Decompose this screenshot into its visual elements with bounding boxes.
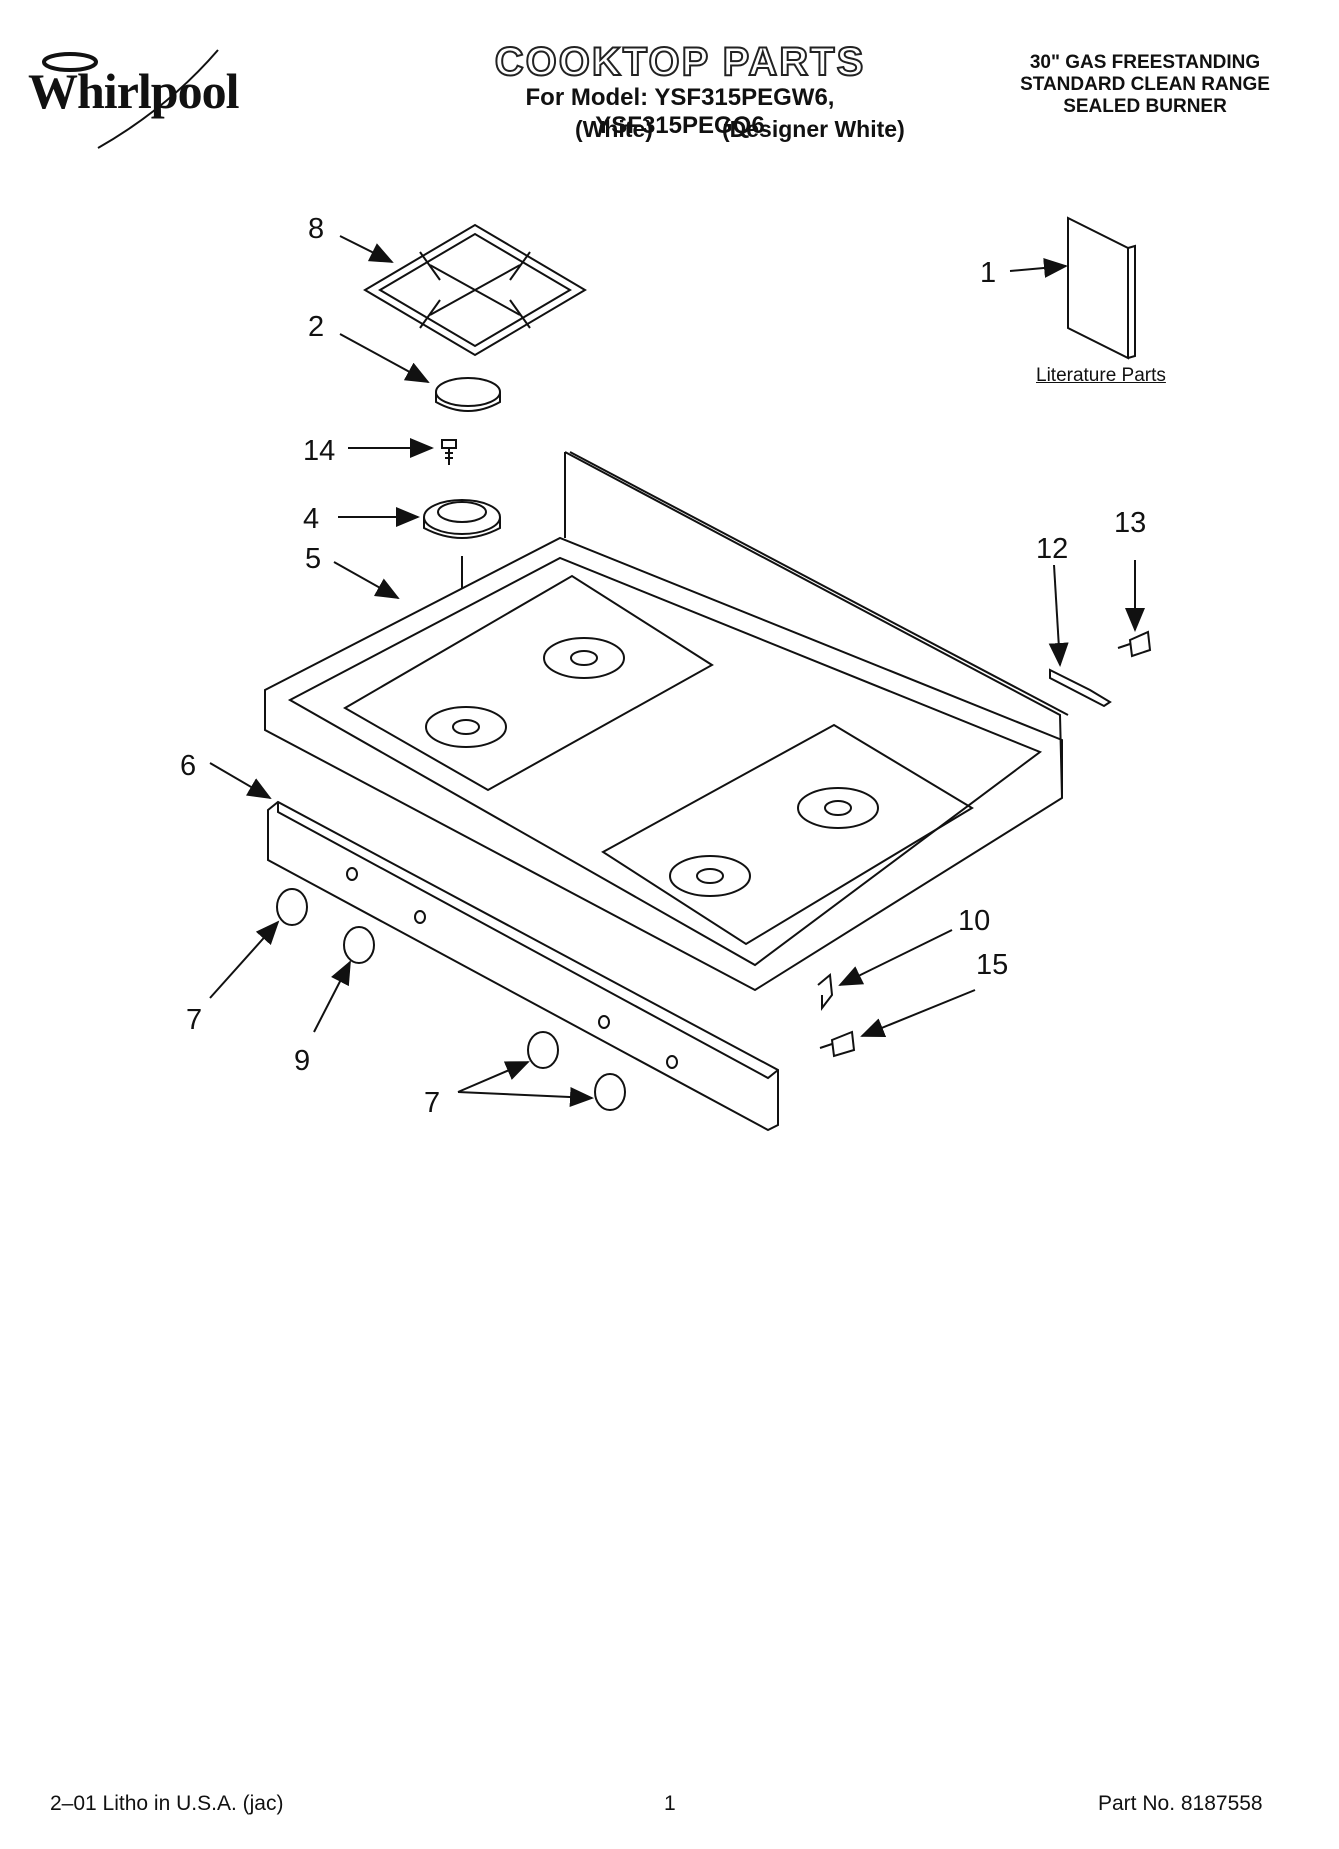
screw-15 xyxy=(819,1030,856,1058)
callout-label: 15 xyxy=(976,949,1008,981)
literature-booklet xyxy=(1067,216,1136,360)
callout-label: 7 xyxy=(424,1087,440,1119)
callout-label: 2 xyxy=(308,311,324,343)
product-line: SEALED BURNER xyxy=(1063,96,1227,117)
page-title: COOKTOP PARTS xyxy=(494,39,866,85)
manifold-panel xyxy=(267,800,779,1132)
leader-arrows xyxy=(209,235,1145,1108)
color-white: (White) xyxy=(575,116,653,142)
callout-label: 7 xyxy=(186,1004,202,1036)
control-knobs xyxy=(276,888,626,1111)
callout-label: 14 xyxy=(303,435,335,467)
color-designer-white: (Designer White) xyxy=(722,116,905,142)
product-line: 30" GAS FREESTANDING xyxy=(1029,52,1261,73)
burner-cap xyxy=(435,377,501,412)
page-number: 1 xyxy=(664,1792,676,1815)
whirlpool-logo: Whirlpool xyxy=(28,62,239,120)
burner-grate xyxy=(363,223,587,357)
callout-label: 1 xyxy=(980,257,996,289)
brand-name: Whirlpool xyxy=(28,63,239,119)
burner-base xyxy=(423,499,501,712)
model-line: For Model: YSF315PEGW6, YSF315PEGQ6 xyxy=(525,84,835,139)
clip-10 xyxy=(817,973,834,1011)
callout-label: 8 xyxy=(308,213,324,245)
callout-label: 9 xyxy=(294,1045,310,1077)
callout-label: 12 xyxy=(1036,533,1068,565)
callout-label: 6 xyxy=(180,750,196,782)
callout-label: 10 xyxy=(958,905,990,937)
literature-parts-label: Literature Parts xyxy=(1036,365,1166,386)
part-number: Part No. 8187558 xyxy=(1098,1792,1263,1815)
product-line: STANDARD CLEAN RANGE xyxy=(1020,74,1270,95)
cooktop-panel xyxy=(264,451,1069,992)
callout-label: 13 xyxy=(1114,507,1146,539)
product-description: 30" GAS FREESTANDING STANDARD CLEAN RANG… xyxy=(990,52,1300,118)
footer-print-info: 2–01 Litho in U.S.A. (jac) xyxy=(50,1792,284,1815)
screw-13 xyxy=(1117,630,1152,658)
callout-label: 5 xyxy=(305,543,321,575)
screw-14 xyxy=(441,439,457,465)
callout-label: 4 xyxy=(303,503,319,535)
igniter xyxy=(1049,668,1112,708)
logo-swoosh xyxy=(42,49,219,149)
